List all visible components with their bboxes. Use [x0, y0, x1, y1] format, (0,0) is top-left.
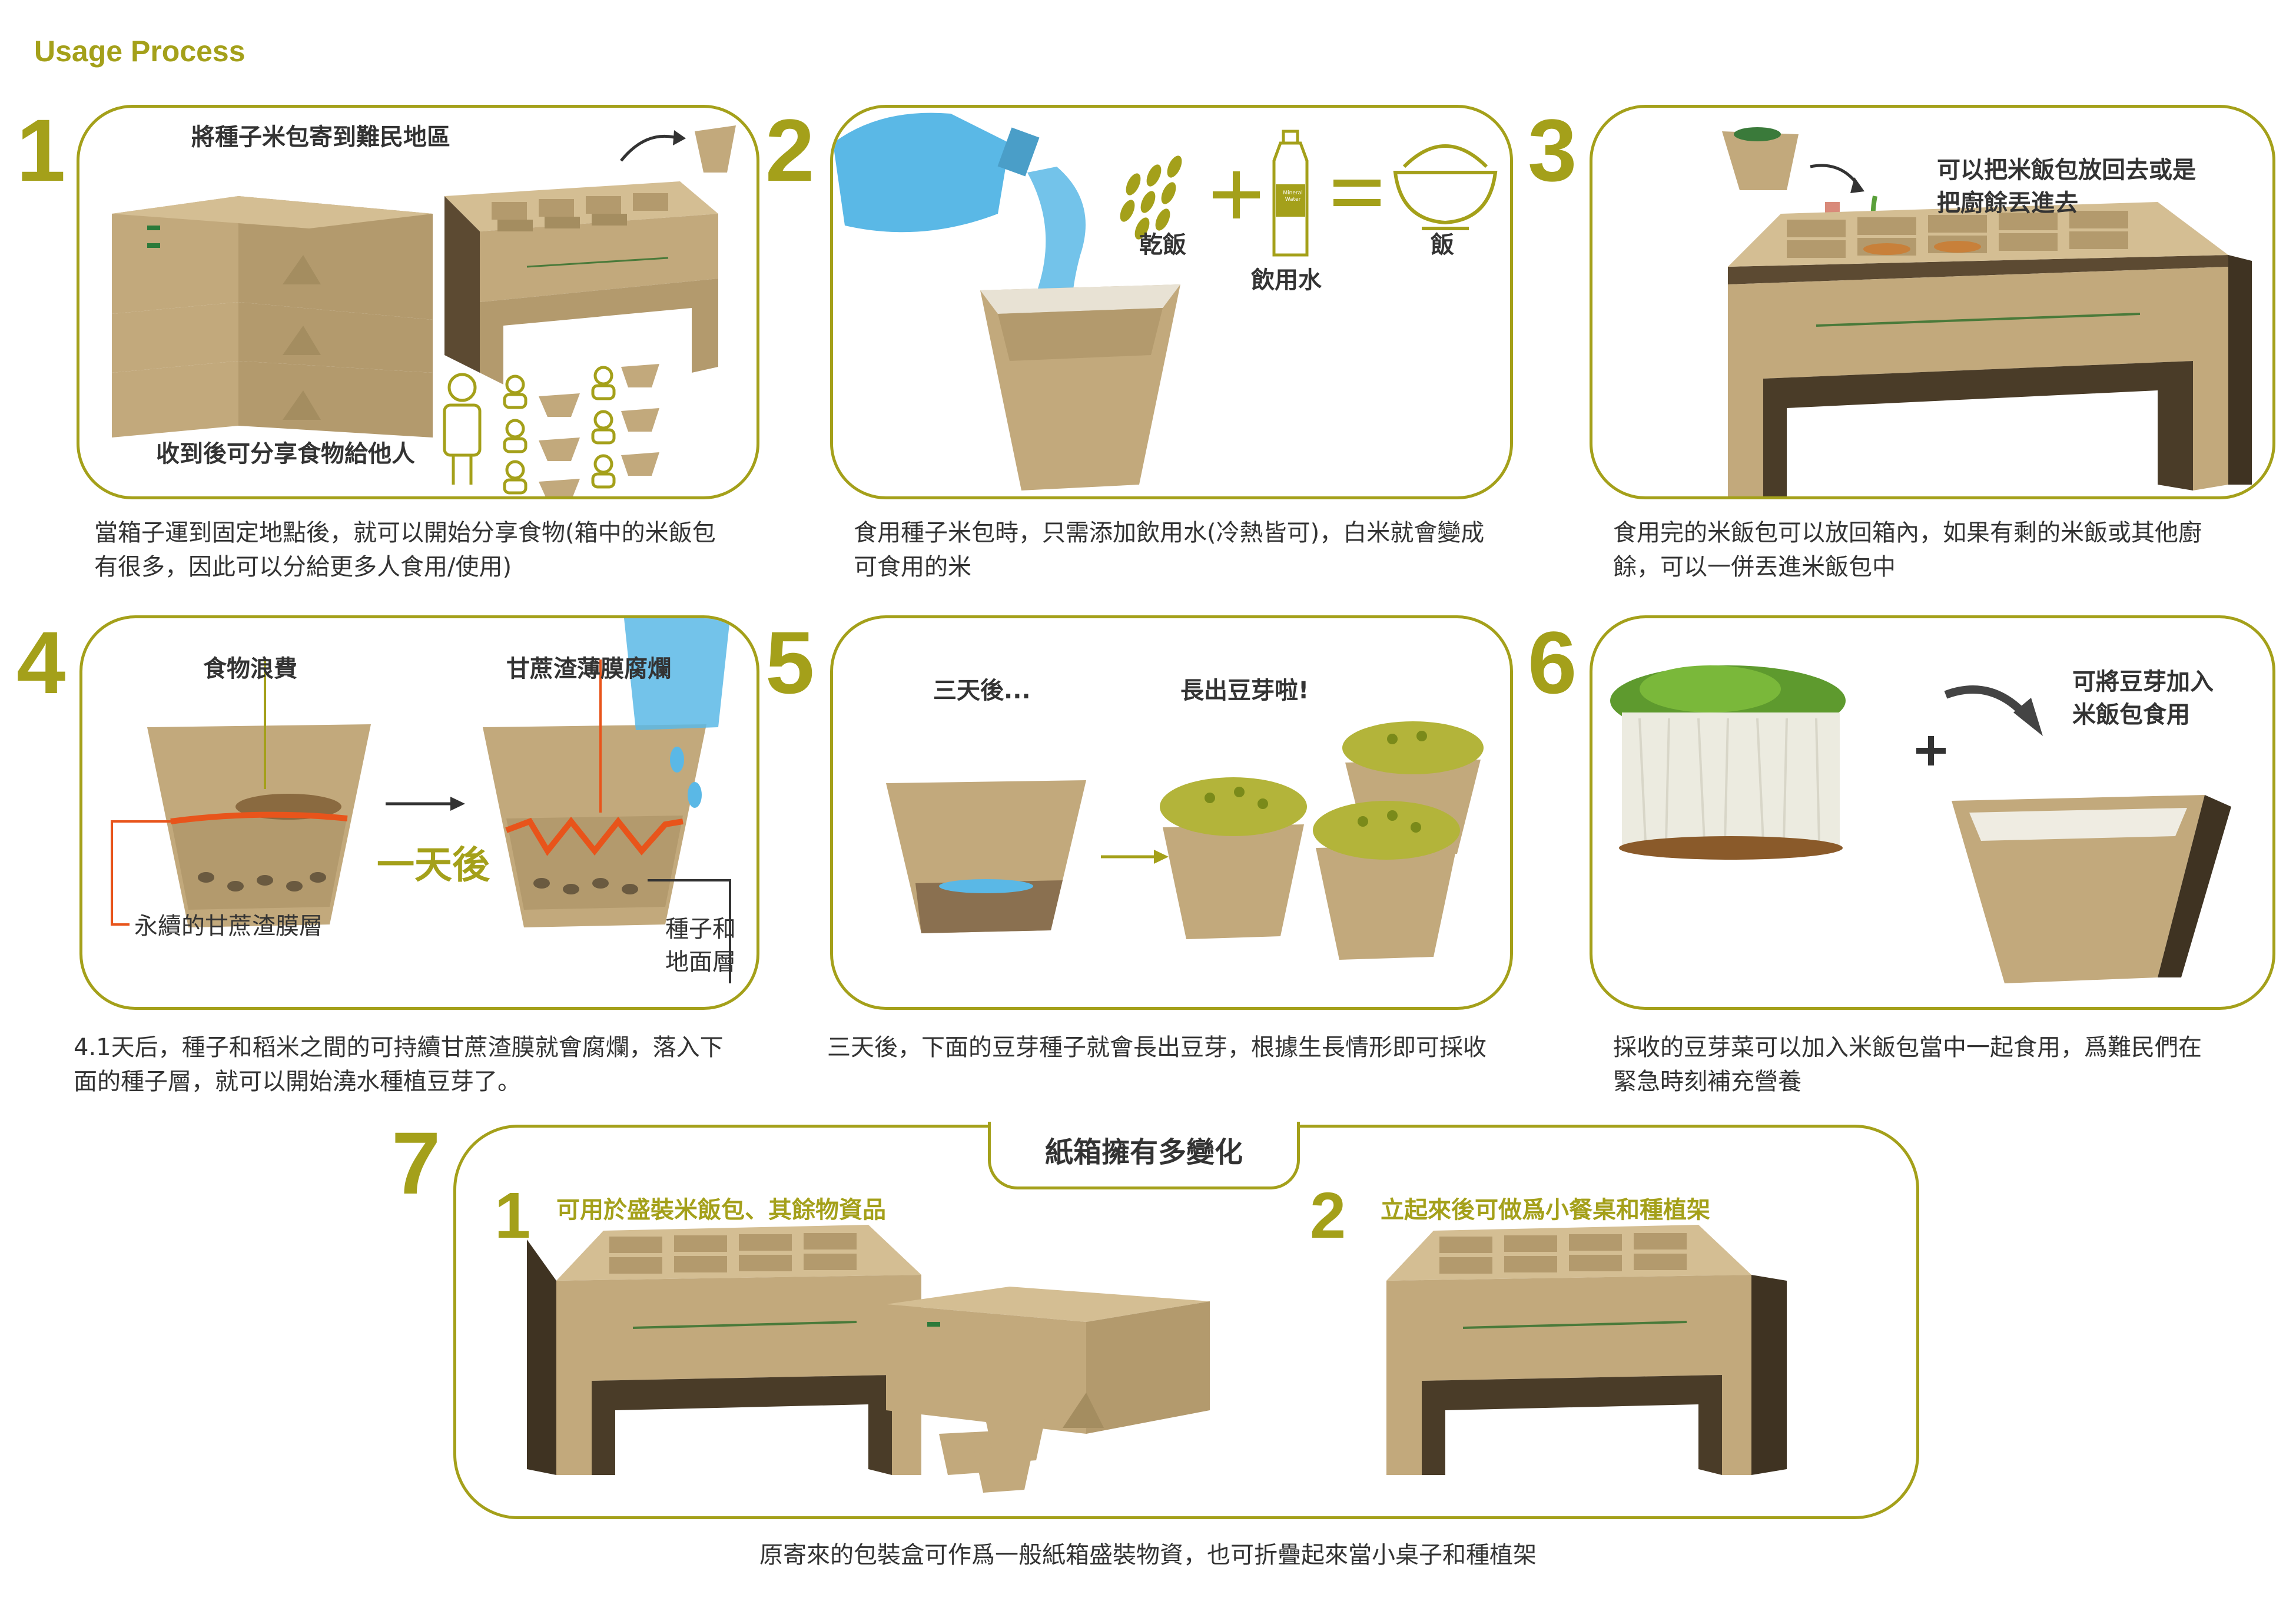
step-1-label-ship: 將種子米包寄到難民地區: [191, 124, 450, 151]
step-2-number: 2: [765, 101, 815, 200]
stacked-boxes: [112, 196, 433, 438]
step-1-illustration: [112, 125, 736, 496]
step-7-caption: 原寄來的包裝盒可作爲一般紙箱盛裝物資，也可折疊起來當小桌子和種植架: [759, 1542, 1537, 1569]
step-3-illustration: [1722, 127, 2252, 496]
step-7-panel: 1 可用於盛裝米飯包、其餘物資品 2 立起來後可做爲小餐桌和種植架: [453, 1125, 1919, 1519]
bottle-text: Mineral Water: [1283, 190, 1303, 203]
step-5-panel: 三天後... 長出豆芽啦!: [830, 615, 1513, 1010]
step-1-number: 1: [16, 101, 66, 200]
step-4-illustration: [111, 618, 731, 983]
step-7-number: 7: [391, 1113, 441, 1212]
step-5-caption: 三天後，下面的豆芽種子就會長出豆芽，根據生長情形即可採收: [827, 1034, 1487, 1061]
cooked-rice-icon: [1393, 144, 1498, 230]
option-1-number: 1: [495, 1179, 531, 1252]
label-three-days-later: 三天後...: [933, 677, 1031, 704]
dry-rice-icon: [1120, 155, 1182, 240]
step-3-panel: 可以把米飯包放回去或是 把廚餘丟進去: [1590, 105, 2275, 499]
step-2-caption: 食用種子米包時，只需添加飲用水(冷熱皆可)，白米就會變成 可食用的米: [854, 519, 1485, 581]
step-5-illustration: [886, 721, 1484, 960]
step-7-illustration: [527, 1225, 1787, 1493]
step-3-label: 可以把米飯包放回去或是 把廚餘丟進去: [1937, 157, 2196, 217]
step-1-caption: 當箱子運到固定地點後，就可以開始分享食物(箱中的米飯包 有很多，因此可以分給更多…: [94, 519, 716, 581]
step-5-number: 5: [765, 613, 815, 712]
label-dry-rice: 乾飯: [1139, 231, 1186, 258]
option-2-label: 立起來後可做爲小餐桌和種植架: [1381, 1197, 1710, 1224]
label-sustainable-layer: 永續的甘蔗渣膜層: [134, 913, 323, 940]
label-seed-layer: 種子和 地面層: [665, 916, 736, 976]
step-3-number: 3: [1528, 101, 1577, 200]
step-4-panel: 食物浪費 甘蔗渣薄膜腐爛 一天後 永續的甘蔗渣膜層 種子和 地面層: [79, 615, 759, 1010]
label-cooked-rice: 飯: [1431, 231, 1454, 258]
step-6-caption: 採收的豆芽菜可以加入米飯包當中一起食用，爲難民們在 緊急時刻補充營養: [1613, 1034, 2202, 1095]
step-6-number: 6: [1528, 613, 1577, 712]
step-2-panel: Mineral Water 乾飯 飲用水 飯: [830, 105, 1513, 499]
step-7-tab: 紙箱擁有多變化: [988, 1122, 1300, 1189]
option-1-label: 可用於盛裝米飯包、其餘物資品: [556, 1197, 886, 1224]
label-one-day-later: 一天後: [377, 844, 490, 887]
label-sprouts-grown: 長出豆芽啦!: [1180, 677, 1309, 704]
step-1-panel: 將種子米包寄到難民地區 收到後可分享食物給他人: [77, 105, 759, 499]
label-membrane-decay: 甘蔗渣薄膜腐爛: [506, 655, 671, 682]
step-1-label-share: 收到後可分享食物給他人: [156, 440, 415, 468]
step-6-illustration: [1610, 665, 2231, 983]
step-4-number: 4: [16, 613, 66, 712]
step-3-caption: 食用完的米飯包可以放回箱內，如果有剩的米飯或其他廚 餘，可以一併丟進米飯包中: [1613, 519, 2202, 581]
page-title: Usage Process: [34, 35, 245, 68]
step-4-caption: 4.1天后，種子和稻米之間的可持續甘蔗渣膜就會腐爛，落入下 面的種子層，就可以開…: [74, 1034, 724, 1095]
step-2-illustration: [833, 112, 1498, 490]
label-drinking-water: 飲用水: [1251, 267, 1322, 294]
label-food-waste: 食物浪費: [203, 655, 297, 682]
step-6-panel: 可將豆芽加入 米飯包食用: [1590, 615, 2275, 1010]
water-bottle-icon: [1272, 130, 1309, 257]
step-6-label: 可將豆芽加入 米飯包食用: [2072, 668, 2214, 728]
option-2-number: 2: [1310, 1179, 1346, 1252]
sharing-icons: [443, 366, 616, 495]
open-tray: [444, 181, 718, 385]
